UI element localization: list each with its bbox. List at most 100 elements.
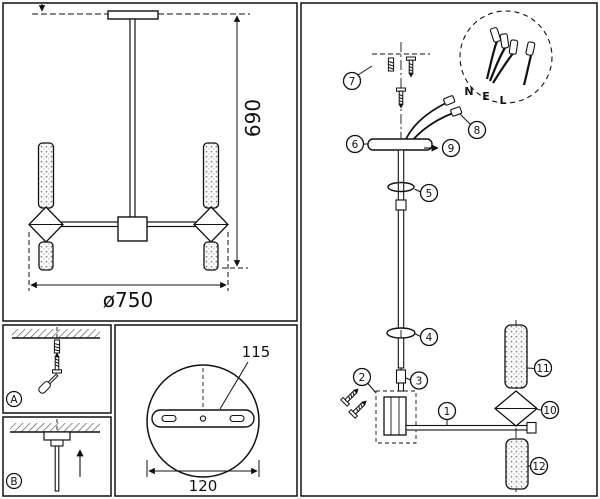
callout-6-label: 6 (352, 139, 359, 151)
bracket-width-label: 115 (242, 343, 271, 361)
sleeve-part (395, 369, 407, 384)
mounting-bracket (151, 409, 255, 428)
leader-115 (219, 361, 249, 410)
arm-end-cap (526, 421, 537, 434)
right-lower-shade (203, 241, 219, 271)
callout-10: 10 (540, 400, 560, 420)
callout-3: 3 (409, 371, 429, 390)
callout-1: 1 (437, 401, 457, 421)
leader-5 (414, 188, 421, 193)
left-lower-shade (38, 241, 54, 271)
callout-5: 5 (419, 183, 439, 203)
panel-assembly (300, 2, 598, 497)
rod-b (54, 445, 60, 492)
detail-a-badge: A (5, 390, 23, 408)
leader-11 (527, 367, 535, 369)
bracket-center-hole (199, 415, 207, 422)
chandelier-drawing (28, 4, 250, 291)
thread-stub (397, 382, 405, 392)
terminal-connector-3 (508, 39, 519, 55)
callout-8: 8 (467, 120, 487, 140)
deco-ring-upper (387, 181, 415, 193)
arm-rod (405, 424, 528, 431)
shade-upper-part (504, 324, 528, 389)
callout-11: 11 (533, 358, 553, 378)
stem-rod (129, 18, 136, 220)
callout-10-label: 10 (543, 405, 556, 417)
callout-9-label: 9 (448, 143, 455, 155)
canopy-screw-icon (396, 87, 406, 108)
screwdriver-icon (37, 372, 60, 395)
bracket-slot-right (229, 414, 245, 423)
callout-7: 7 (342, 71, 362, 91)
rod-upper (397, 149, 405, 201)
wiring-zoom-circle (459, 10, 553, 104)
left-upper-shade (37, 142, 55, 209)
hub-screw-icon-2 (348, 397, 370, 419)
callout-3-label: 3 (416, 375, 423, 387)
zoom-wire-4 (522, 54, 533, 86)
diameter-dim-label: ø750 (103, 288, 153, 312)
hub-screw-icon-1 (340, 385, 362, 407)
wire-connector-small-2 (450, 106, 463, 117)
panel-detail-b (2, 416, 112, 497)
terminal-connector-2 (499, 33, 510, 49)
rod-coupler (395, 199, 407, 211)
callout-8-label: 8 (474, 125, 481, 137)
callout-6: 6 (345, 134, 365, 154)
callout-5-label: 5 (426, 188, 433, 200)
supply-wire-1 (405, 102, 447, 140)
anchor-icon (387, 57, 395, 72)
canopy-detail-drawing (146, 361, 260, 478)
callout-2-label: 2 (359, 372, 366, 384)
ceiling-hatch-a (12, 329, 100, 338)
callout-2: 2 (352, 367, 372, 387)
hub-dashed-box (375, 390, 417, 444)
wire-n-label: N (464, 85, 473, 98)
leader-4 (415, 333, 421, 337)
leader-7 (357, 65, 373, 76)
ceiling-plate (107, 10, 159, 20)
terminal-connector-1 (489, 27, 501, 43)
detail-a-drawing (12, 327, 100, 395)
callout-12-label: 12 (532, 461, 545, 473)
shade-lower-part (505, 438, 529, 490)
right-upper-shade (202, 142, 220, 209)
canopy-neck-b (50, 439, 64, 447)
leader-8 (459, 113, 471, 125)
detail-b-label: B (10, 476, 17, 488)
hub-body (383, 396, 407, 436)
canopy-plate (367, 138, 433, 151)
callout-9: 9 (441, 138, 461, 158)
callout-4: 4 (419, 327, 439, 347)
ceiling-hatch-b (10, 423, 100, 432)
callout-12: 12 (529, 456, 549, 476)
mounting-screw-icon (52, 353, 62, 374)
rod-lower (397, 209, 405, 329)
callout-7-label: 7 (349, 76, 356, 88)
supply-wire-2 (411, 112, 454, 142)
wall-anchor-icon (53, 339, 61, 354)
zoom-wire-1 (485, 40, 499, 80)
terminal-connector-4 (525, 41, 536, 56)
panel-detail-a (2, 324, 112, 414)
wire-e-label: E (482, 90, 490, 103)
panel-overview (2, 2, 298, 322)
wire-connector-small-1 (443, 95, 456, 106)
leader-10 (537, 409, 542, 411)
detail-b-drawing (10, 419, 100, 492)
callout-4-label: 4 (426, 332, 433, 344)
magnifier-circle (146, 364, 260, 478)
screw-icon (406, 56, 416, 77)
leader-2 (367, 382, 377, 394)
height-dim-label: 690 (241, 99, 265, 137)
rod-stub (397, 337, 405, 369)
assembly-drawing (340, 10, 553, 494)
leader-3 (405, 377, 411, 381)
panel-canopy-detail (114, 324, 298, 497)
center-hub (117, 216, 148, 242)
wire-l-label: L (499, 94, 506, 107)
callout-11-label: 11 (536, 363, 549, 375)
